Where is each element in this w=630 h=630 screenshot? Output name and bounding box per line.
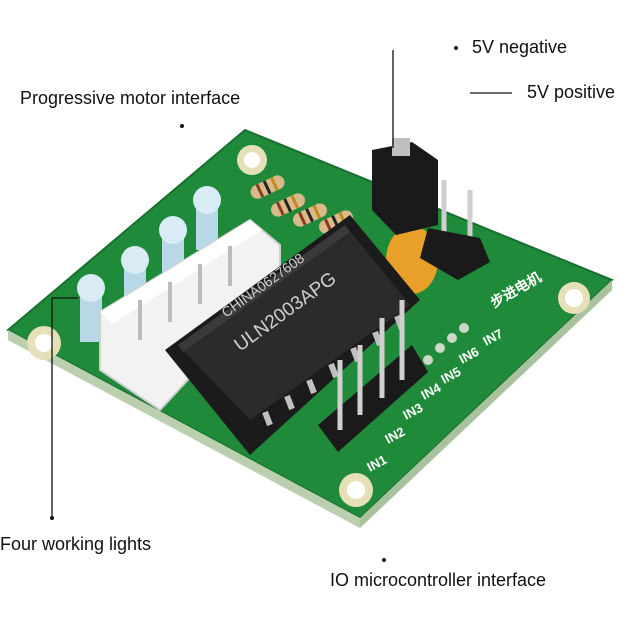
led-lights bbox=[77, 186, 221, 342]
label-progressive-motor-interface: Progressive motor interface bbox=[20, 88, 241, 108]
motor-connector bbox=[99, 218, 281, 412]
io-header bbox=[318, 300, 428, 452]
power-jumper bbox=[372, 138, 490, 280]
label-io-microcontroller-interface: IO microcontroller interface bbox=[330, 570, 547, 590]
label-5v-positive: 5V positive bbox=[527, 82, 616, 102]
resistors bbox=[250, 175, 353, 234]
label-5v-negative: 5V negative bbox=[472, 37, 568, 57]
callout-lines bbox=[50, 46, 512, 562]
led-4 bbox=[193, 186, 221, 250]
label-four-working-lights: Four working lights bbox=[0, 534, 152, 554]
io-pads bbox=[423, 323, 469, 365]
mounting-holes bbox=[27, 145, 590, 507]
led-1 bbox=[77, 274, 105, 342]
